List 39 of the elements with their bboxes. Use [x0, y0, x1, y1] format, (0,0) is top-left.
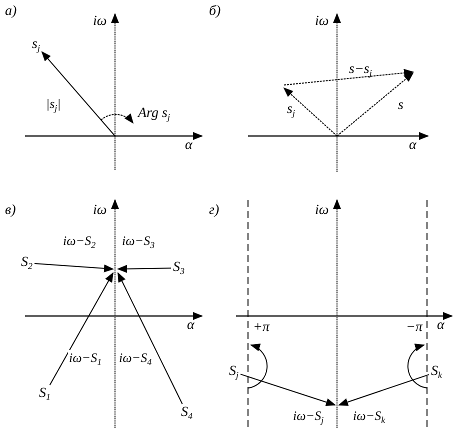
axis-label: α [436, 318, 446, 334]
axis-label: iω [92, 14, 108, 30]
point-label: s$_{j}$ [31, 37, 41, 53]
vector-label: s [397, 98, 404, 114]
edge-label: iω−S$_{3}$ [121, 233, 156, 249]
axis-label: α [184, 138, 194, 154]
edge-label: iω−S$_{k}$ [352, 408, 386, 424]
panel-letter: а) [4, 4, 18, 20]
angle-label: −π [405, 320, 424, 336]
axis-label: iω [92, 203, 108, 219]
vector-arrow [240, 374, 336, 406]
vector-arrow [338, 374, 430, 406]
axis-label: α [186, 318, 196, 334]
point-label: S$_{4}$ [180, 405, 194, 421]
point-label: S$_{2}$ [20, 255, 34, 271]
angle-label: Arg s$_{j}$ [137, 106, 171, 122]
vector-label: s−s$_{j}$ [348, 62, 373, 78]
angle-label: +π [252, 320, 270, 336]
panel-letter: г) [208, 203, 220, 219]
panel-letter: в) [4, 203, 17, 219]
axis-label: iω [314, 203, 330, 219]
point-label: S$_{1}$ [38, 386, 52, 402]
vector-label: s$_{j}$ [286, 102, 296, 118]
edge-label: iω−S$_{2}$ [62, 233, 97, 249]
edge-label: |s$_{j}$| [45, 96, 62, 112]
vector-arrow [117, 264, 172, 273]
axis-label: α [408, 138, 418, 154]
vector-arrow [49, 272, 114, 386]
edge-label: iω−S$_{4}$ [118, 350, 153, 366]
edge-label: iω−S$_{1}$ [68, 350, 103, 366]
vector-arrow [41, 51, 116, 136]
panel-letter: б) [208, 4, 222, 20]
vector-arrow [34, 263, 114, 272]
edge-label: iω−S$_{j}$ [292, 408, 325, 424]
point-label: S$_{k}$ [430, 364, 443, 380]
axis-label: iω [314, 14, 330, 30]
point-label: S$_{3}$ [172, 260, 186, 276]
point-label: S$_{j}$ [228, 364, 240, 380]
vector-arrow [118, 272, 183, 404]
